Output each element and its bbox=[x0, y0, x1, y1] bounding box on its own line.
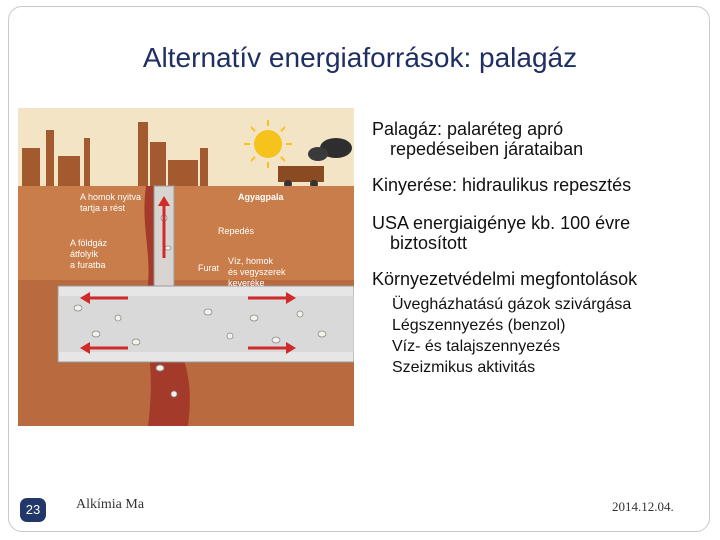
sub-bullet-text: Víz- és talajszennyezés bbox=[392, 338, 561, 355]
label-agyagpala: Agyagpala bbox=[238, 192, 285, 202]
bullet-item: USA energiaigénye kb. 100 évre biztosíto… bbox=[370, 214, 715, 252]
refinery-icon bbox=[22, 122, 208, 186]
label-viz-3: keveréke bbox=[228, 278, 265, 288]
bullet-item: Palagáz: palaréteg apró repedéseiben jár… bbox=[370, 120, 715, 158]
bullet-line-cont: repedéseiben járataiban bbox=[390, 139, 584, 159]
bullet-line: Környezetvédelmi megfontolások bbox=[372, 269, 638, 289]
label-a-homok-1: A homok nyitva bbox=[80, 192, 141, 202]
sub-bullet-text: Légszennyezés (benzol) bbox=[392, 317, 566, 334]
truck-icon bbox=[278, 166, 324, 182]
sun-rays bbox=[244, 120, 292, 168]
sub-bullet-item: Víz- és talajszennyezés bbox=[370, 336, 715, 357]
slide-frame bbox=[8, 6, 710, 532]
label-viz-1: Víz, homok bbox=[228, 256, 274, 266]
label-viz-2: és vegyszerek bbox=[228, 267, 286, 277]
footer-date: 2014.12.04. bbox=[612, 499, 674, 514]
bullet-list: Palagáz: palaréteg apró repedéseiben jár… bbox=[370, 120, 715, 378]
page-number: 23 bbox=[20, 498, 46, 522]
label-a-foldgaz-2: átfolyik bbox=[70, 249, 99, 259]
label-a-foldgaz-1: A földgáz bbox=[70, 238, 108, 248]
smoke bbox=[320, 138, 352, 158]
label-furat: Furat bbox=[198, 263, 220, 273]
sub-bullet-item: Légszennyezés (benzol) bbox=[370, 315, 715, 336]
sub-bullet-text: Üvegházhatású gázok szivárgása bbox=[392, 296, 632, 313]
bullet-item: Környezetvédelmi megfontolások bbox=[370, 270, 715, 290]
bullet-item: Kinyerése: hidraulikus repesztés bbox=[370, 176, 715, 196]
footer-left-text: Alkímia Ma bbox=[76, 497, 145, 512]
label-a-homok-2: tartja a rést bbox=[80, 203, 126, 213]
sub-bullet-text: Szeizmikus aktivitás bbox=[392, 359, 536, 376]
bullet-line: Kinyerése: hidraulikus repesztés bbox=[372, 175, 632, 195]
label-a-foldgaz-3: a furatba bbox=[70, 260, 106, 270]
label-repedes: Repedés bbox=[218, 226, 255, 236]
illustration-svg: A homok nyitva tartja a rést Agyagpala A… bbox=[18, 108, 355, 426]
flow-arrows bbox=[88, 204, 288, 350]
rock-layer bbox=[18, 186, 354, 286]
sub-bullet-item: Szeizmikus aktivitás bbox=[370, 357, 715, 378]
bullet-line-cont: biztosított bbox=[390, 233, 468, 253]
sub-bullet-item: Üvegházhatású gázok szivárgása bbox=[370, 294, 715, 315]
slide-title: Alternatív energiaforrások: palagáz bbox=[142, 42, 578, 73]
bullet-line: USA energiaigénye kb. 100 évre bbox=[372, 213, 631, 233]
bullet-line: Palagáz: palaréteg apró bbox=[372, 119, 564, 139]
sun-icon bbox=[254, 130, 282, 158]
sand-grains bbox=[73, 214, 327, 398]
shale-gas-illustration: A homok nyitva tartja a rést Agyagpala A… bbox=[18, 108, 355, 426]
